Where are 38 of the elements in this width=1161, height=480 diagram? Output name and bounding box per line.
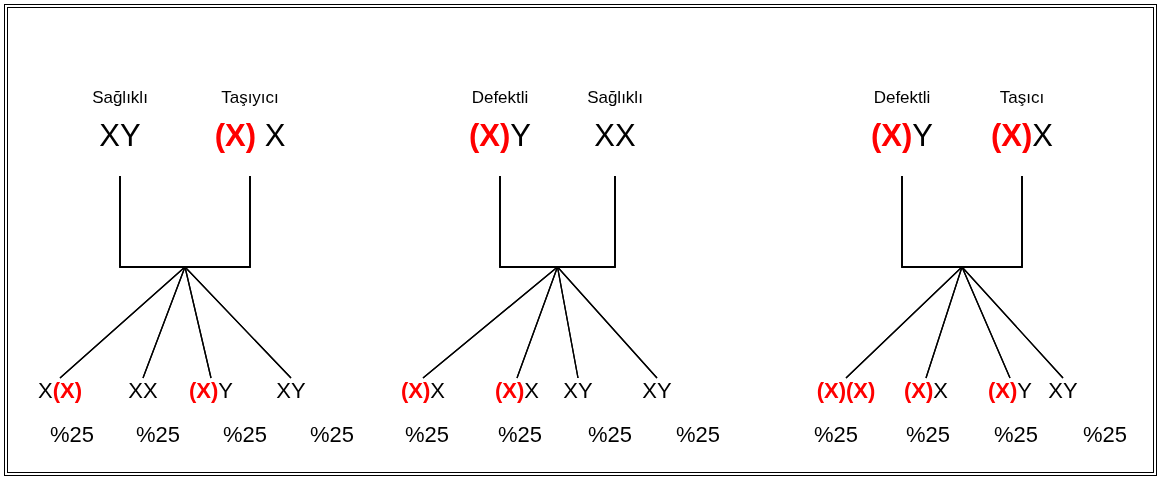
genotype-text: (X)X	[991, 118, 1053, 154]
genotype-text: XY	[99, 118, 141, 154]
percentage-label: %25	[1083, 422, 1127, 448]
percentage-label: %25	[223, 422, 267, 448]
genotype-text: XX	[594, 118, 636, 154]
genotype-text: (X)Y	[189, 378, 233, 404]
genotype-text: XX	[128, 378, 158, 404]
percentage-label: %25	[906, 422, 950, 448]
genotype-text: (X)X	[495, 378, 539, 404]
genotype-text: (X)X	[401, 378, 445, 404]
connector-line	[556, 175, 658, 379]
percentage-label: %25	[405, 422, 449, 448]
connector-line	[183, 175, 292, 379]
percentage-label: %25	[814, 422, 858, 448]
genotype-text: (X)Y	[469, 118, 531, 154]
percentage-label: %25	[676, 422, 720, 448]
genotype-text: XY	[642, 378, 672, 404]
percentage-label: %25	[588, 422, 632, 448]
genotype-text: X(X)	[38, 378, 82, 404]
genotype-text: (X)X	[904, 378, 948, 404]
percentage-label: %25	[310, 422, 354, 448]
genotype-text: (X)Y	[988, 378, 1032, 404]
parent-label: Taşıcı	[999, 88, 1045, 108]
genotype-text: (X)Y	[871, 118, 933, 154]
genotype-text: (X)(X)	[816, 378, 876, 404]
parent-label: Defektli	[471, 88, 529, 108]
percentage-label: %25	[136, 422, 180, 448]
parent-label: Defektli	[873, 88, 931, 108]
genotype-text: (X) X	[214, 118, 286, 154]
parent-label: Sağlıklı	[587, 88, 643, 108]
percentage-label: %25	[498, 422, 542, 448]
percentage-label: %25	[994, 422, 1038, 448]
parent-label: Sağlıklı	[92, 88, 148, 108]
genotype-text: XY	[276, 378, 306, 404]
genotype-text: XY	[1048, 378, 1078, 404]
percentage-label: %25	[50, 422, 94, 448]
parent-label: Taşıyıcı	[221, 88, 279, 108]
genotype-text: XY	[563, 378, 593, 404]
